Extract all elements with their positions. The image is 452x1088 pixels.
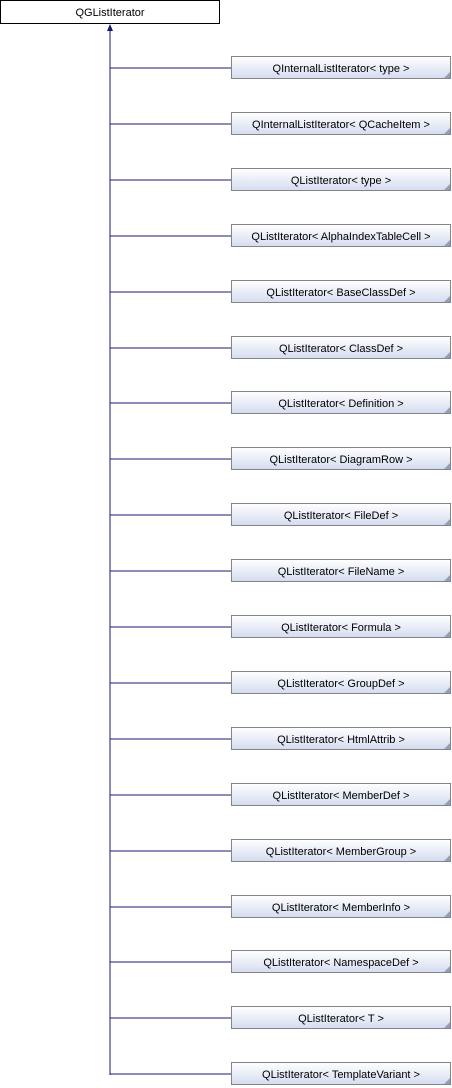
corner-fold-icon <box>444 72 450 78</box>
derived-class-label: QListIterator< FileDef > <box>284 510 398 522</box>
derived-class-label: QInternalListIterator< type > <box>273 63 410 75</box>
corner-fold-icon <box>444 184 450 190</box>
derived-class-label: QListIterator< NamespaceDef > <box>263 957 418 969</box>
derived-class-node[interactable]: QListIterator< ClassDef > <box>231 336 451 359</box>
derived-class-node[interactable]: QListIterator< TemplateVariant > <box>231 1062 451 1085</box>
derived-class-label: QListIterator< BaseClassDef > <box>266 287 415 299</box>
corner-fold-icon <box>444 519 450 525</box>
base-class-label: QGListIterator <box>75 7 144 19</box>
corner-fold-icon <box>444 575 450 581</box>
derived-class-node[interactable]: QListIterator< FileName > <box>231 559 451 582</box>
derived-class-box <box>231 56 451 79</box>
derived-class-node[interactable]: QListIterator< Definition > <box>231 391 451 414</box>
derived-class-label: QListIterator< MemberDef > <box>273 790 410 802</box>
derived-class-label: QListIterator< type > <box>291 175 391 187</box>
derived-class-box <box>231 224 451 247</box>
derived-class-node[interactable]: QListIterator< Formula > <box>231 615 451 638</box>
corner-fold-icon <box>444 687 450 693</box>
derived-class-label: QListIterator< Definition > <box>278 398 403 410</box>
corner-fold-icon <box>444 407 450 413</box>
derived-class-node[interactable]: QListIterator< T > <box>231 1006 451 1029</box>
derived-class-node[interactable]: QListIterator< NamespaceDef > <box>231 950 451 973</box>
derived-class-node[interactable]: QListIterator< type > <box>231 168 451 191</box>
corner-fold-icon <box>444 128 450 134</box>
derived-class-box <box>231 112 451 135</box>
derived-class-box <box>231 615 451 638</box>
derived-class-node[interactable]: QListIterator< DiagramRow > <box>231 447 451 470</box>
derived-class-label: QListIterator< FileName > <box>278 566 405 578</box>
derived-class-box <box>231 280 451 303</box>
derived-class-label: QListIterator< AlphaIndexTableCell > <box>251 231 430 243</box>
corner-fold-icon <box>444 631 450 637</box>
derived-class-box <box>231 336 451 359</box>
derived-class-box <box>231 168 451 191</box>
derived-class-box <box>231 1006 451 1029</box>
corner-fold-icon <box>444 743 450 749</box>
derived-class-label: QListIterator< Formula > <box>281 622 401 634</box>
corner-fold-icon <box>444 799 450 805</box>
derived-class-node[interactable]: QListIterator< AlphaIndexTableCell > <box>231 224 451 247</box>
derived-class-node[interactable]: QListIterator< BaseClassDef > <box>231 280 451 303</box>
derived-class-label: QListIterator< MemberInfo > <box>272 902 410 914</box>
derived-class-label: QListIterator< GroupDef > <box>277 678 404 690</box>
base-class-node[interactable]: QGListIterator <box>0 0 220 24</box>
corner-fold-icon <box>444 240 450 246</box>
derived-class-box <box>231 727 451 750</box>
inheritance-arrowhead <box>107 24 113 31</box>
derived-class-box <box>231 447 451 470</box>
derived-class-box <box>231 391 451 414</box>
corner-fold-icon <box>444 966 450 972</box>
derived-class-box <box>231 950 451 973</box>
corner-fold-icon <box>444 352 450 358</box>
derived-class-node[interactable]: QInternalListIterator< QCacheItem > <box>231 112 451 135</box>
derived-class-box <box>231 839 451 862</box>
derived-class-node[interactable]: QListIterator< HtmlAttrib > <box>231 727 451 750</box>
corner-fold-icon <box>444 296 450 302</box>
corner-fold-icon <box>444 463 450 469</box>
derived-class-label: QInternalListIterator< QCacheItem > <box>252 119 430 131</box>
derived-class-node[interactable]: QInternalListIterator< type > <box>231 56 451 79</box>
derived-class-box <box>231 783 451 806</box>
derived-class-node[interactable]: QListIterator< FileDef > <box>231 503 451 526</box>
derived-class-box <box>231 503 451 526</box>
derived-class-nodes: QInternalListIterator< type > QInternalLi… <box>231 56 451 1085</box>
inheritance-edges <box>107 24 231 1075</box>
corner-fold-icon <box>444 911 450 917</box>
derived-class-node[interactable]: QListIterator< GroupDef > <box>231 671 451 694</box>
derived-class-node[interactable]: QListIterator< MemberGroup > <box>231 839 451 862</box>
derived-class-box <box>231 671 451 694</box>
derived-class-label: QListIterator< HtmlAttrib > <box>277 734 405 746</box>
derived-class-box <box>231 895 451 918</box>
corner-fold-icon <box>444 1022 450 1028</box>
corner-fold-icon <box>444 855 450 861</box>
corner-fold-icon <box>444 1078 450 1084</box>
derived-class-label: QListIterator< DiagramRow > <box>269 454 412 466</box>
derived-class-box <box>231 1062 451 1085</box>
derived-class-node[interactable]: QListIterator< MemberInfo > <box>231 895 451 918</box>
derived-class-label: QListIterator< ClassDef > <box>279 343 403 355</box>
derived-class-box <box>231 559 451 582</box>
derived-class-node[interactable]: QListIterator< MemberDef > <box>231 783 451 806</box>
derived-class-label: QListIterator< T > <box>298 1013 384 1025</box>
derived-class-label: QListIterator< MemberGroup > <box>266 846 416 858</box>
derived-class-label: QListIterator< TemplateVariant > <box>262 1069 420 1081</box>
